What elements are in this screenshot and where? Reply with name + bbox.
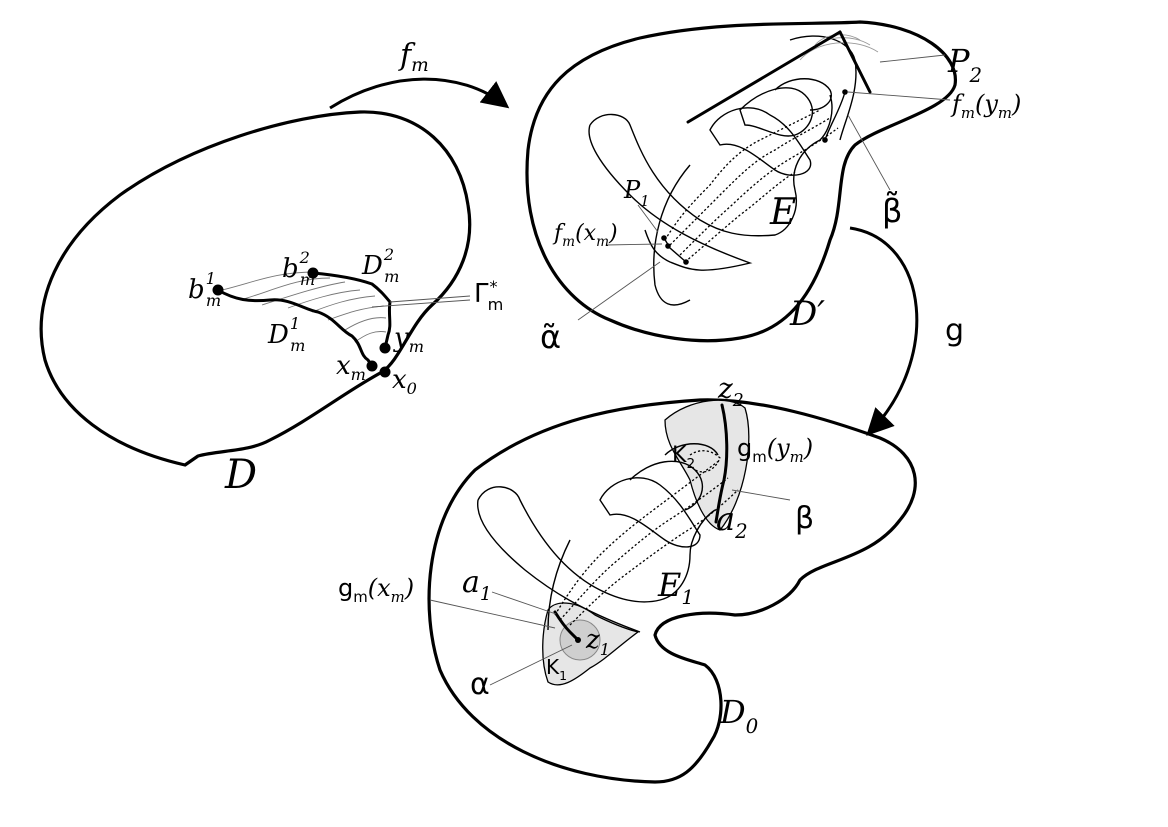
region-d-boundary (39, 110, 472, 467)
label-d-prime: D′ (789, 294, 825, 334)
label-beta-tilde: β̃ (882, 191, 902, 230)
label-g: g (945, 313, 964, 348)
label-g-m-x-m: gm(xm) (338, 574, 414, 606)
arrow-g (849, 226, 919, 436)
point-x-m (366, 360, 378, 372)
curve-alpha (547, 539, 571, 631)
label-e-1: E1 (657, 566, 694, 609)
label-e: E (769, 192, 796, 233)
label-a-2: a2 (716, 500, 748, 543)
point-x-0 (379, 366, 391, 378)
region-d-prime-boundary (525, 20, 957, 343)
label-kappa-2: K2 (672, 443, 695, 472)
label-d: D (224, 452, 257, 498)
curve-beta-tilde (789, 35, 857, 141)
label-beta: β (795, 501, 814, 536)
label-z-2: z2 (717, 372, 744, 411)
point-b-m-1 (212, 284, 224, 296)
label-z-1: z1 (585, 625, 610, 659)
label-x-m: xm (336, 351, 366, 384)
label-gamma-m-star: Γ*m (474, 277, 503, 314)
point-b-m-2 (307, 267, 319, 279)
arrow-f-m (329, 77, 510, 110)
label-a-1: a1 (462, 565, 492, 605)
path-g-m-x-m (553, 610, 580, 642)
point-y-m (379, 342, 391, 354)
label-p-1: P1 (623, 176, 650, 210)
label-p-2: P2 (947, 42, 982, 87)
d-m-1-boundary (216, 288, 374, 368)
d-m-2-boundary (311, 271, 392, 350)
label-f-m-y-m: fm(ym) (950, 90, 1021, 122)
label-d-0: D0 (719, 693, 758, 738)
e-inner-loops (709, 78, 832, 176)
label-y-m: ym (393, 323, 424, 356)
region-e-1 (477, 486, 716, 603)
label-x-0: x0 (392, 365, 417, 398)
shade-k-2 (664, 399, 750, 531)
chord-p2 (686, 30, 842, 124)
label-alpha: α (470, 667, 490, 702)
region-d-0-boundary (427, 398, 917, 784)
label-alpha-tilde: α̃ (540, 318, 561, 356)
curve-alpha-tilde (653, 164, 691, 306)
path-g-m-y-m (714, 403, 729, 524)
label-g-m-y-m: gm(ym) (737, 434, 813, 466)
label-f-m: fm (398, 38, 429, 76)
label-f-m-x-m: fm(xm) (552, 221, 618, 250)
label-kappa-1: K1 (546, 655, 567, 683)
